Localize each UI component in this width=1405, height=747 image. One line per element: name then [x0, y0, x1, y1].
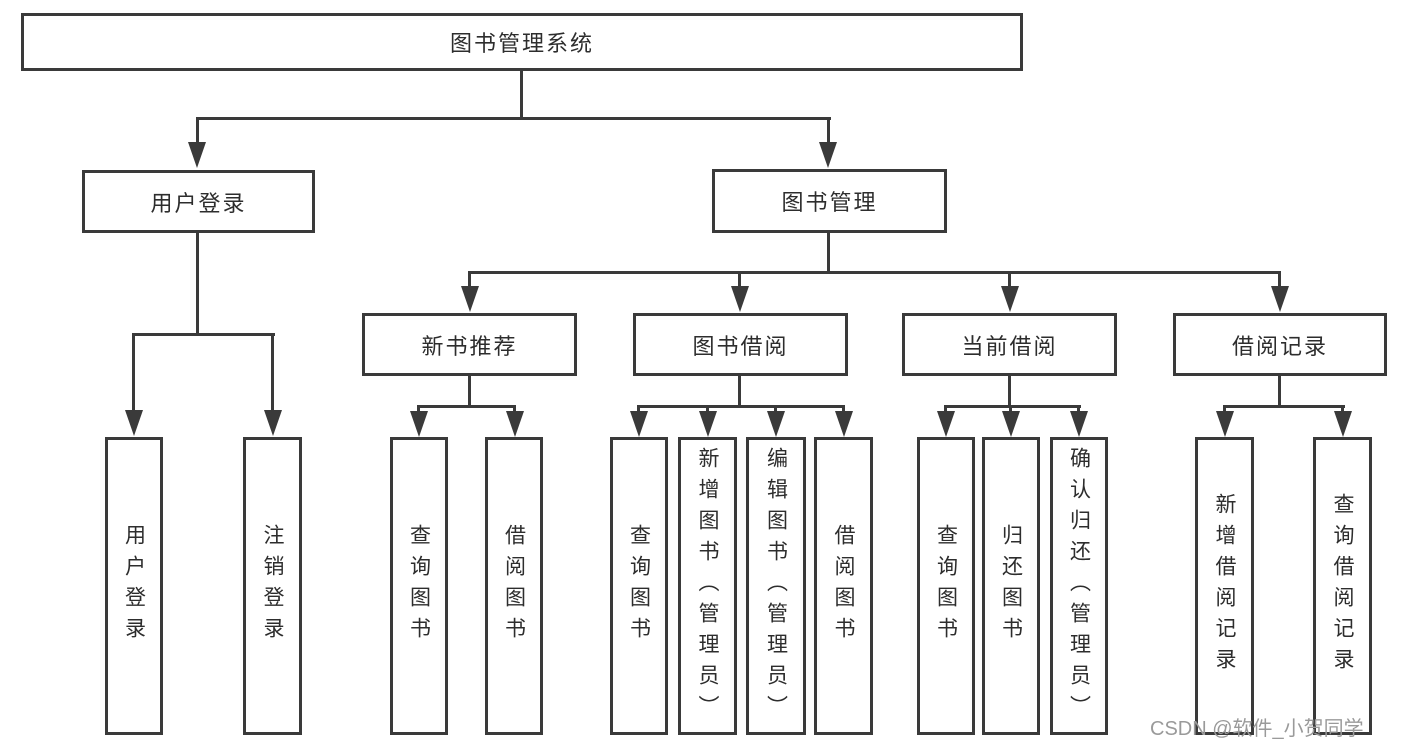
connector-arrow-bw-query-shaft — [637, 405, 640, 413]
arrowhead-cur-confirm — [1070, 411, 1088, 437]
connector-arrow-user-login-shaft — [196, 117, 199, 144]
leaf-records-add-label: 新增借阅记录 — [1213, 493, 1236, 679]
leaf-borrow-borrow: 借阅图书 — [814, 437, 873, 735]
node-borrow-label: 图书借阅 — [692, 333, 789, 359]
arrowhead-rec-add — [1216, 411, 1234, 437]
leaf-user-login: 用户登录 — [105, 437, 163, 735]
node-current: 当前借阅 — [902, 313, 1117, 376]
connector-root-stub — [520, 70, 523, 120]
arrowhead-leaf-login — [125, 410, 143, 436]
arrowhead-bw-add — [699, 411, 717, 437]
leaf-borrow-add-label: 新增图书（管理员） — [696, 446, 719, 726]
arrowhead-newbooks — [461, 286, 479, 312]
connector-arrow-leaf-logout-shaft — [271, 333, 274, 410]
connector-current-stub — [1008, 376, 1011, 407]
leaf-logout-label: 注销登录 — [261, 524, 284, 648]
arrowhead-nb-borrow — [506, 411, 524, 437]
leaf-records-query: 查询借阅记录 — [1313, 437, 1372, 735]
leaf-borrow-borrow-label: 借阅图书 — [832, 524, 855, 648]
arrowhead-bw-query — [630, 411, 648, 437]
connector-newbooks-stub — [468, 376, 471, 407]
leaf-user-login-label: 用户登录 — [122, 524, 146, 648]
connector-arrow-cur-confirm-shaft — [1077, 405, 1080, 413]
arrowhead-rec-query — [1334, 411, 1352, 437]
connector-arrow-cur-query-shaft — [944, 405, 947, 413]
leaf-logout: 注销登录 — [243, 437, 302, 735]
node-records-label: 借阅记录 — [1231, 333, 1328, 359]
node-current-label: 当前借阅 — [961, 333, 1058, 359]
leaf-newbooks-query-label: 查询图书 — [407, 524, 431, 648]
connector-newbooks-bus — [417, 405, 516, 408]
node-root: 图书管理系统 — [21, 13, 1023, 71]
leaf-newbooks-borrow-label: 借阅图书 — [502, 524, 526, 648]
connector-arrow-current-shaft — [1008, 271, 1011, 287]
connector-arrow-records-shaft — [1278, 271, 1281, 287]
leaf-current-return-label: 归还图书 — [999, 524, 1023, 648]
connector-user-login-stub — [196, 233, 199, 335]
node-newbooks-label: 新书推荐 — [421, 333, 518, 359]
arrowhead-leaf-logout — [264, 410, 282, 436]
connector-arrow-bw-add-shaft — [706, 405, 709, 413]
leaf-current-confirm: 确认归还（管理员） — [1050, 437, 1108, 735]
arrowhead-cur-return — [1002, 411, 1020, 437]
node-records: 借阅记录 — [1173, 313, 1387, 376]
leaf-borrow-query: 查询图书 — [610, 437, 668, 735]
connector-arrow-bw-borrow-shaft — [842, 405, 845, 413]
node-book-mgmt: 图书管理 — [712, 169, 947, 233]
connector-book-mgmt-stub — [827, 233, 830, 273]
leaf-borrow-edit: 编辑图书（管理员） — [746, 437, 806, 735]
connector-arrow-leaf-login-shaft — [132, 333, 135, 410]
connector-arrow-nb-query-shaft — [417, 405, 420, 413]
arrowhead-borrow — [731, 286, 749, 312]
arrowhead-bw-edit — [767, 411, 785, 437]
connector-borrow-stub — [738, 376, 741, 407]
leaf-current-query-label: 查询图书 — [934, 524, 958, 648]
leaf-current-return: 归还图书 — [982, 437, 1040, 735]
node-borrow: 图书借阅 — [633, 313, 848, 376]
node-user-login: 用户登录 — [82, 170, 315, 233]
connector-arrow-newbooks-shaft — [468, 271, 471, 287]
connector-arrow-bw-edit-shaft — [774, 405, 777, 413]
node-book-mgmt-label: 图书管理 — [781, 190, 878, 215]
connector-arrow-rec-add-shaft — [1223, 405, 1226, 413]
arrowhead-cur-query — [937, 411, 955, 437]
connector-records-bus — [1223, 405, 1345, 408]
leaf-borrow-query-label: 查询图书 — [627, 524, 651, 648]
arrowhead-records — [1271, 286, 1289, 312]
connector-borrow-bus — [637, 405, 845, 408]
connector-level3-bus — [468, 271, 1281, 274]
watermark-text: CSDN @软件_小贺同学 — [1150, 718, 1364, 740]
connector-current-bus — [944, 405, 1081, 408]
node-root-label: 图书管理系统 — [449, 31, 594, 56]
leaf-newbooks-borrow: 借阅图书 — [485, 437, 543, 735]
leaf-current-confirm-label: 确认归还（管理员） — [1067, 446, 1091, 726]
arrowhead-user-login — [188, 142, 206, 168]
connector-arrow-borrow-shaft — [738, 271, 741, 287]
arrowhead-book-mgmt — [819, 142, 837, 168]
leaf-records-add: 新增借阅记录 — [1195, 437, 1254, 735]
leaf-current-query: 查询图书 — [917, 437, 975, 735]
leaf-borrow-add: 新增图书（管理员） — [678, 437, 737, 735]
connector-arrow-book-mgmt-shaft — [827, 117, 830, 144]
leaf-borrow-edit-label: 编辑图书（管理员） — [764, 446, 788, 726]
leaf-records-query-label: 查询借阅记录 — [1331, 493, 1354, 679]
arrowhead-current — [1001, 286, 1019, 312]
connector-arrow-rec-query-shaft — [1341, 405, 1344, 413]
node-newbooks: 新书推荐 — [362, 313, 577, 376]
arrowhead-bw-borrow — [835, 411, 853, 437]
connector-arrow-nb-borrow-shaft — [513, 405, 516, 413]
connector-arrow-cur-return-shaft — [1009, 405, 1012, 413]
leaf-newbooks-query: 查询图书 — [390, 437, 448, 735]
arrowhead-nb-query — [410, 411, 428, 437]
connector-records-stub — [1278, 376, 1281, 407]
connector-user-login-bus — [132, 333, 275, 336]
connector-level2-bus — [196, 117, 831, 120]
node-user-login-label: 用户登录 — [150, 190, 247, 216]
